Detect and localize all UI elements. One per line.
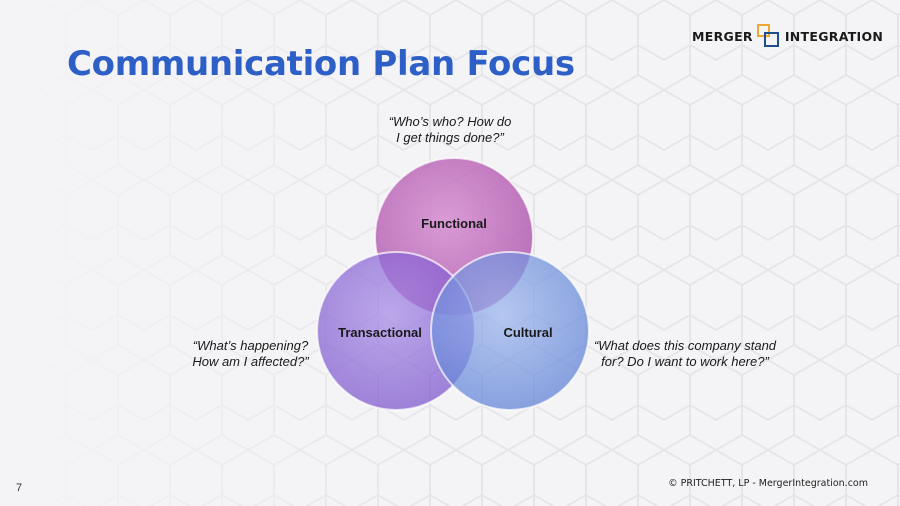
functional-quote: “Who’s who? How do I get things done?” <box>388 114 512 145</box>
logo-squares-icon <box>756 24 781 48</box>
page-title: Communication Plan Focus <box>67 44 575 84</box>
transactional-label: Transactional <box>338 325 422 340</box>
merger-integration-logo: MERGER INTEGRATION <box>692 22 883 50</box>
logo-text-integration: INTEGRATION <box>784 28 884 44</box>
page-number: 7 <box>16 482 23 494</box>
transactional-quote: “What’s happening? How am I affected?” <box>192 338 309 369</box>
cultural-label: Cultural <box>503 325 552 340</box>
copyright-text: © PRITCHETT, LP - MergerIntegration.com <box>668 478 868 489</box>
cultural-circle <box>430 251 590 411</box>
venn-diagram: Functional Transactional Cultural <box>316 157 590 411</box>
logo-text-merger: MERGER <box>692 28 753 44</box>
cultural-quote: “What does this company stand for? Do I … <box>593 338 777 369</box>
functional-label: Functional <box>421 216 487 231</box>
